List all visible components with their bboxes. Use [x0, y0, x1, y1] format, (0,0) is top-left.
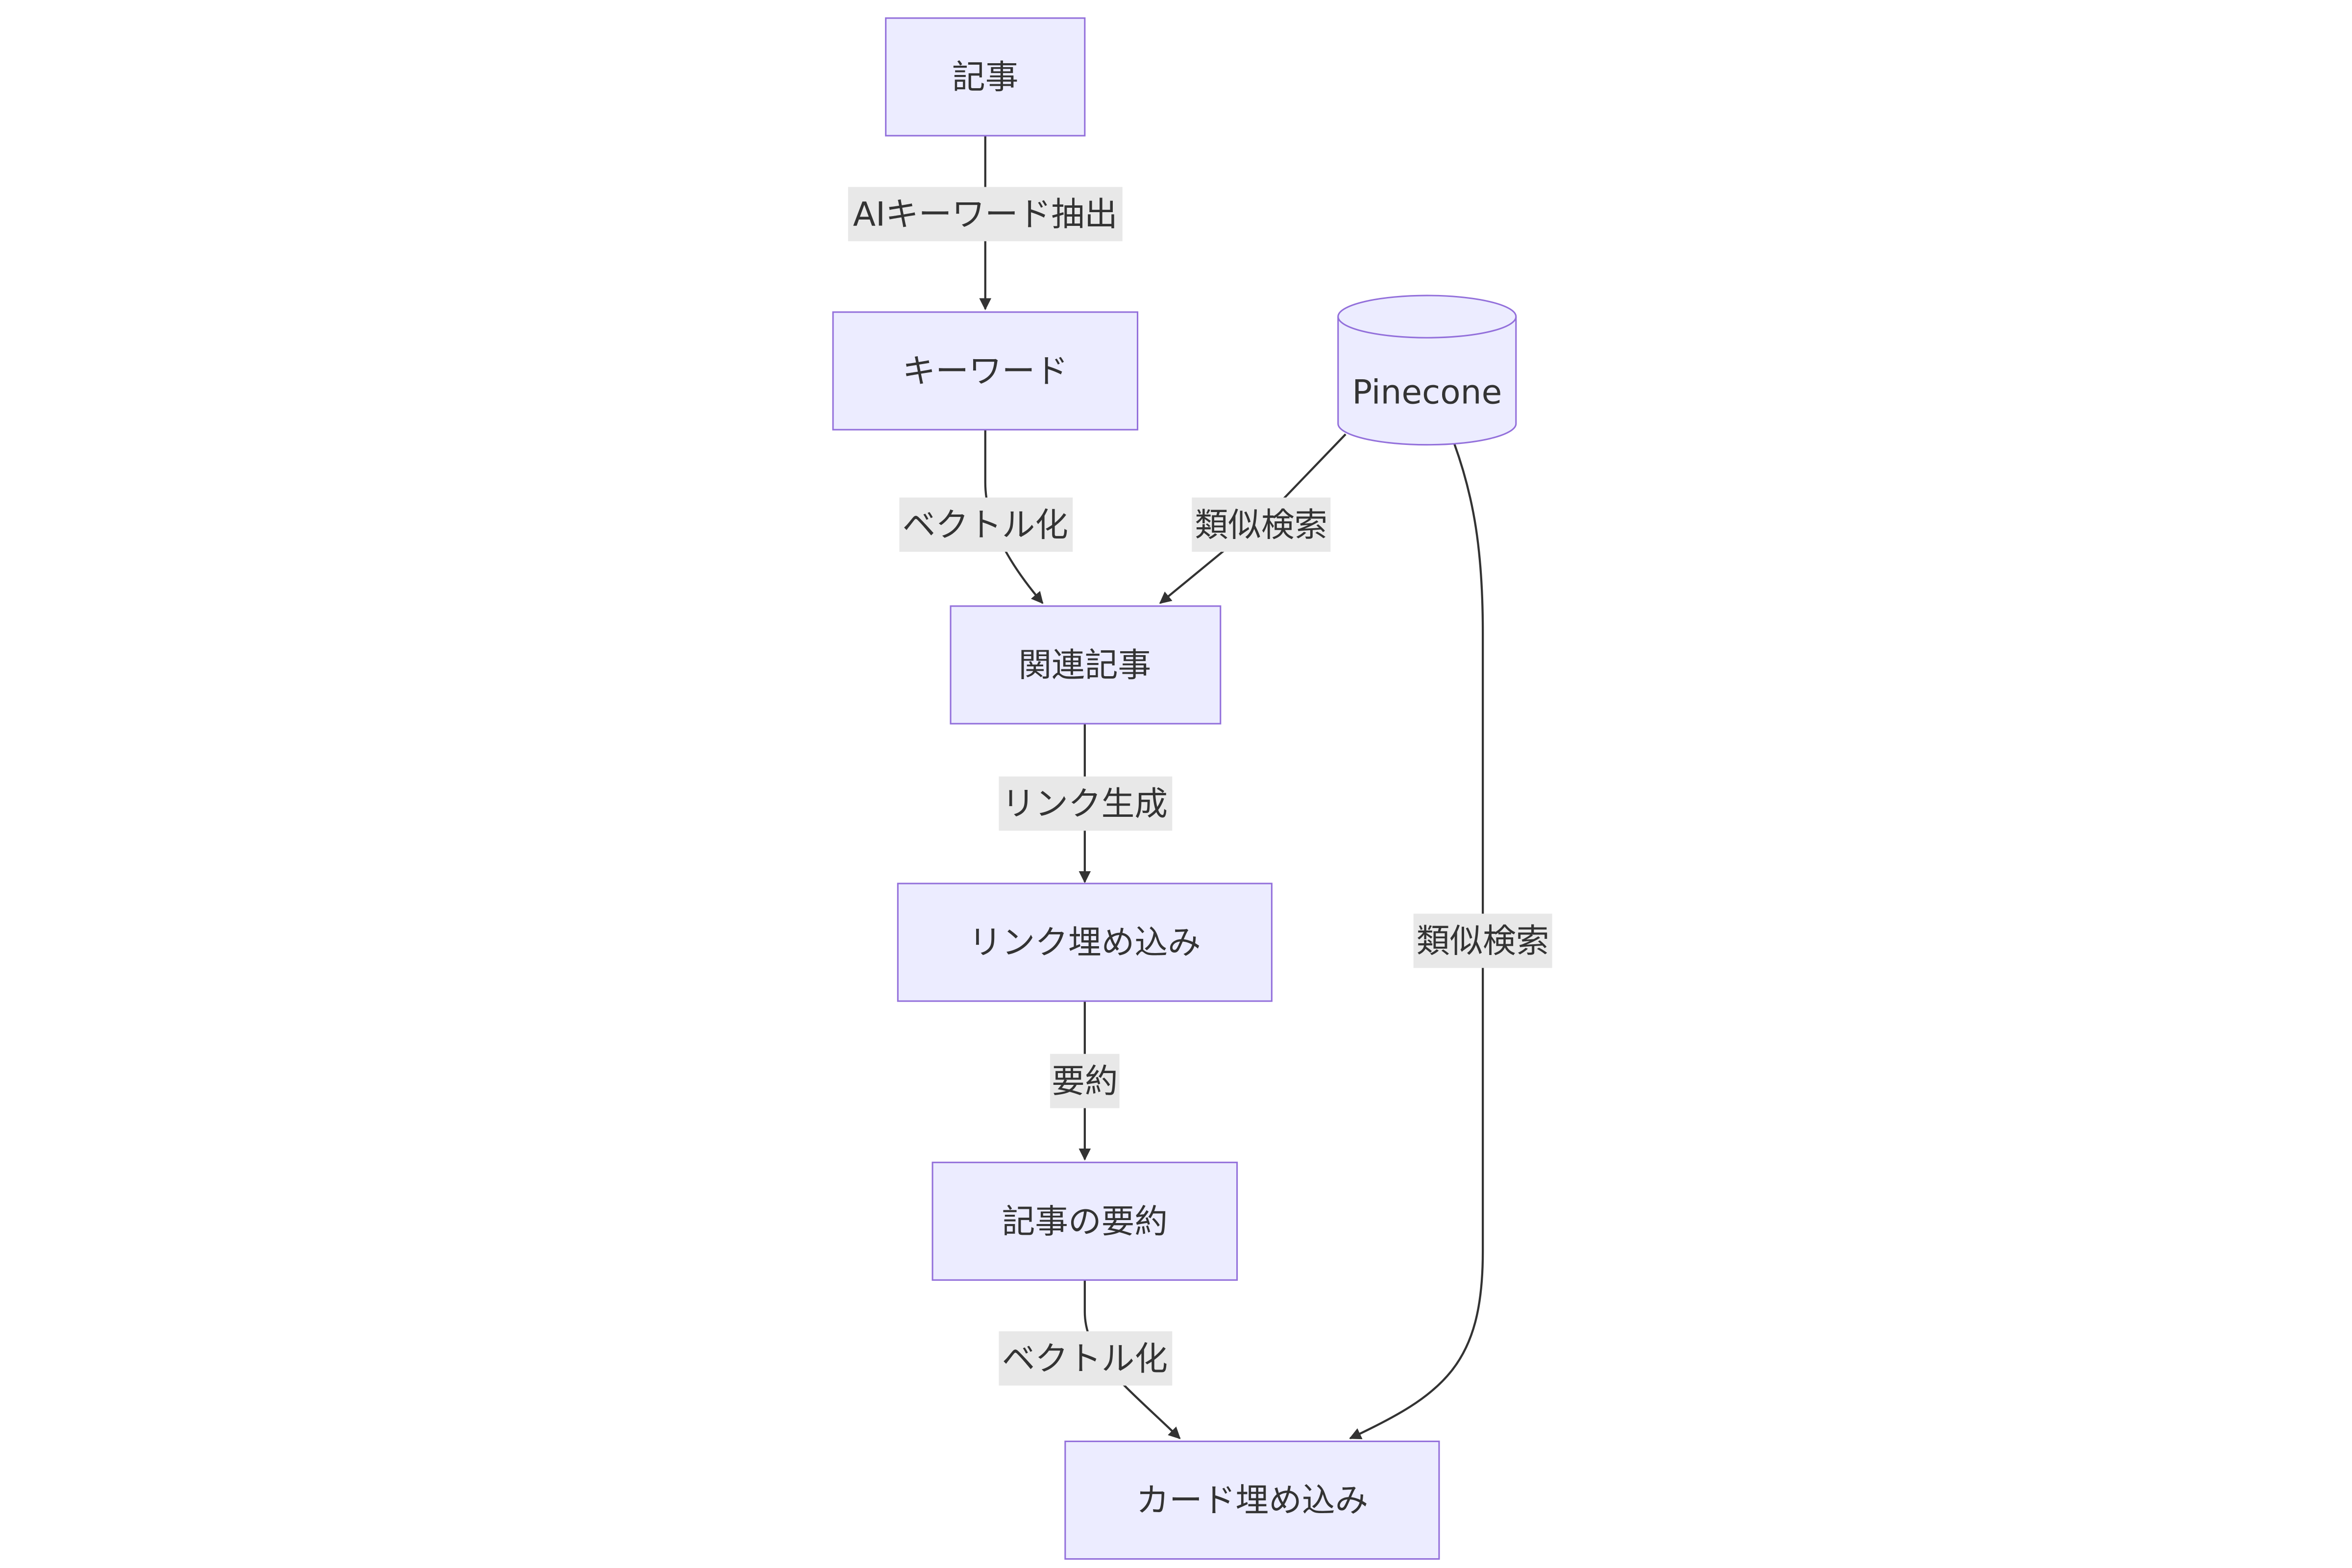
edge-label-text: 類似検索: [1195, 505, 1327, 544]
edge-pinecone-to-card: [1349, 442, 1484, 1440]
edge-label-related-to-link: リンク生成: [999, 776, 1173, 831]
node-label: キーワード: [903, 351, 1068, 390]
node-keyword[interactable]: キーワード: [832, 311, 1139, 431]
database-cylinder-top: [1337, 317, 1517, 339]
node-label: リンク埋め込み: [969, 923, 1201, 962]
node-pinecone-database[interactable]: Pinecone: [1337, 294, 1517, 446]
edge-label-keyword-to-related: ベクトル化: [899, 497, 1073, 552]
edge-label-text: AIキーワード抽出: [853, 195, 1118, 233]
node-related-articles[interactable]: 関連記事: [950, 605, 1222, 725]
node-label: 関連記事: [1018, 645, 1151, 684]
node-link-embed[interactable]: リンク埋め込み: [897, 882, 1273, 1002]
edge-label-article-to-keyword: AIキーワード抽出: [848, 187, 1123, 242]
node-label: Pinecone: [1352, 373, 1502, 412]
node-article[interactable]: 記事: [885, 17, 1086, 137]
node-label: 記事: [952, 57, 1018, 96]
edge-label-text: 類似検索: [1417, 921, 1549, 960]
nodes: 記事 キーワード 関連記事 リンク埋め込み 記事の要約 カード埋め込み Pine…: [832, 17, 1517, 1560]
node-label: カード埋め込み: [1136, 1481, 1368, 1519]
node-card-embed[interactable]: カード埋め込み: [1064, 1441, 1440, 1560]
edge-label-text: リンク生成: [1002, 784, 1168, 823]
edge-label-pinecone-to-related: 類似検索: [1192, 497, 1331, 552]
edge-labels: AIキーワード抽出 ベクトル化 類似検索 リンク生成 要約 ベクトル化 類似検索: [848, 187, 1552, 1386]
edge-label-text: 要約: [1052, 1062, 1118, 1101]
node-label: 記事の要約: [1002, 1202, 1168, 1241]
edge-label-text: ベクトル化: [903, 505, 1068, 544]
edge-label-summary-to-card: ベクトル化: [999, 1331, 1173, 1386]
edge-label-text: ベクトル化: [1002, 1339, 1168, 1378]
edge-label-link-to-summary: 要約: [1050, 1054, 1120, 1108]
node-article-summary[interactable]: 記事の要約: [931, 1161, 1238, 1281]
edge-label-pinecone-to-card: 類似検索: [1413, 913, 1552, 968]
database-cylinder-icon: [1337, 294, 1517, 446]
